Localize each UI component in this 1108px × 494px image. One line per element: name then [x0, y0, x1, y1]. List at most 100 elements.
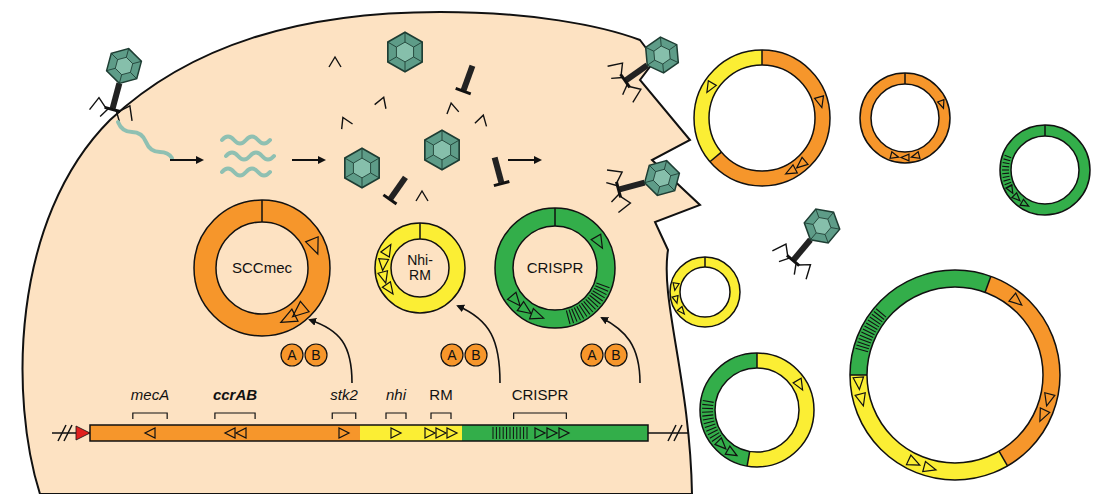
capsid-edge — [345, 173, 354, 178]
capsid — [345, 148, 379, 188]
crispr-spacer — [702, 408, 713, 409]
subunit-letter: A — [447, 348, 456, 363]
crispr-spacer — [584, 301, 593, 312]
gene-arrow — [815, 96, 824, 108]
fiber-part — [375, 95, 390, 109]
gene-arrow — [1045, 393, 1055, 406]
crispr-spacer — [856, 348, 869, 351]
crispr-spacer — [856, 345, 868, 349]
capsid-edge — [828, 212, 834, 219]
capsid-edge — [129, 72, 138, 78]
fiber-part — [416, 191, 428, 201]
break-mark — [668, 425, 682, 441]
crispr-spacer — [704, 421, 715, 424]
phage-tail — [624, 63, 649, 83]
ring-segment — [985, 276, 1060, 466]
capsid-facet — [433, 140, 450, 160]
crispr-spacer — [876, 309, 886, 317]
ring-outline — [1011, 136, 1079, 204]
segment-divider — [904, 73, 906, 84]
ring-segment — [747, 353, 814, 467]
gene-arrow — [911, 152, 920, 159]
excision-arrow — [602, 318, 640, 383]
phage-tail-part — [456, 63, 480, 94]
phage — [770, 198, 851, 282]
segment-divider — [850, 374, 867, 376]
gene-bracket — [386, 413, 406, 419]
capsid-edge — [425, 140, 434, 145]
gene-label: mecA — [131, 387, 169, 404]
capsid-edge — [414, 57, 423, 62]
bacterial-cell — [23, 12, 700, 494]
attachment-site — [76, 426, 90, 440]
capsid-edge — [668, 183, 674, 192]
crispr-spacer — [864, 326, 875, 332]
crispr-spacer — [493, 427, 494, 439]
capsid-edge — [659, 64, 667, 73]
ring-outline — [216, 222, 308, 314]
capsid-edge — [371, 158, 380, 163]
phage — [604, 27, 689, 105]
crispr-spacer — [566, 311, 570, 325]
crispr-spacer — [503, 427, 504, 439]
gene-arrow — [382, 282, 393, 294]
gene-arrow — [707, 81, 716, 93]
gene-arrow — [236, 428, 246, 438]
crispr-spacer — [516, 427, 517, 439]
gene-label: stk2 — [330, 387, 358, 404]
capsid-edge — [110, 53, 119, 59]
gene-bracket — [133, 413, 167, 419]
baseplate — [621, 74, 630, 87]
tail-fiber — [475, 114, 489, 127]
fiber-part — [475, 114, 489, 127]
capsid-edge — [388, 42, 397, 47]
node-text-group: B — [611, 348, 620, 363]
gene-label: ccrAB — [213, 387, 257, 404]
break-mark — [58, 425, 72, 441]
ring-label: SCCmec — [232, 260, 292, 276]
tail-fiber — [337, 115, 352, 129]
capsid-edge — [831, 224, 840, 232]
capsid-edge — [649, 164, 655, 173]
crispr-spacer — [591, 293, 603, 301]
ring-label: CRISPR — [527, 260, 584, 276]
capsid-edge — [645, 180, 654, 182]
tail-fiber — [608, 58, 628, 78]
crispr-spacer — [708, 430, 718, 435]
gene-arrow — [225, 428, 235, 438]
capsid-edge — [670, 56, 678, 65]
subunit-letter: A — [587, 348, 596, 363]
subunit-circle — [441, 344, 463, 366]
gene-arrow — [786, 165, 798, 174]
capsid — [798, 202, 845, 250]
phage-dna — [222, 137, 270, 144]
crispr-region — [462, 425, 648, 441]
capsid-edge — [669, 45, 676, 50]
ring-outline — [860, 73, 950, 163]
capsid-edge — [119, 75, 121, 84]
gene-arrow — [853, 377, 863, 390]
gene-arrow — [677, 307, 684, 314]
baseplate — [787, 255, 799, 265]
node-text-group: SCCmec — [232, 260, 292, 276]
crispr-spacer — [527, 427, 528, 439]
capsid-edge — [442, 160, 443, 170]
crispr-spacer — [588, 297, 598, 306]
gene-bracket — [215, 413, 255, 419]
tail-fiber — [606, 180, 617, 188]
crispr-spacer — [520, 427, 521, 439]
gene-arrow — [381, 245, 391, 257]
capsid-facet — [353, 158, 370, 178]
gene-arrow — [797, 157, 808, 167]
phage-tail — [492, 157, 505, 184]
phage — [89, 43, 150, 125]
crispr-spacer — [874, 311, 884, 319]
phage-capsid — [388, 32, 422, 72]
gene-arrow — [890, 152, 899, 159]
recombinase-subunit: B — [604, 343, 628, 367]
crispr-spacer — [703, 418, 714, 420]
plasmid-ring: CRISPR — [495, 208, 615, 328]
capsid-edge — [647, 60, 654, 65]
node-text-group: A — [587, 348, 596, 363]
gene-arrow — [1006, 185, 1013, 194]
